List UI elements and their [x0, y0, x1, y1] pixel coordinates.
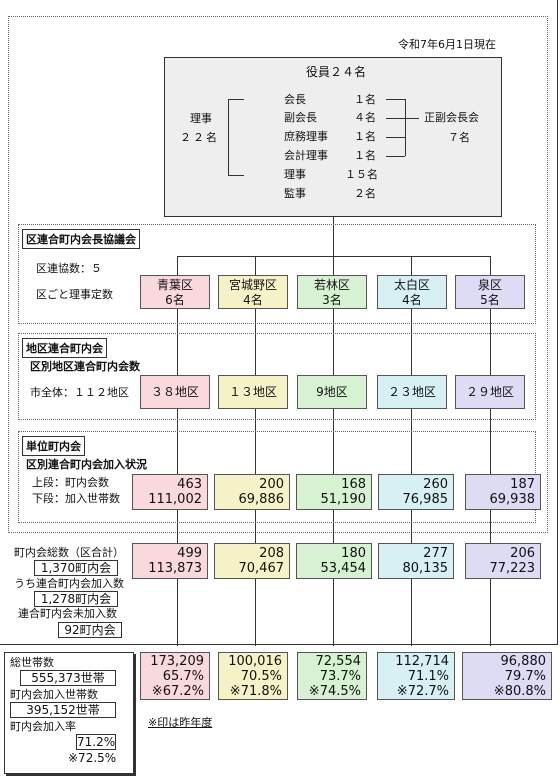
- ward-line: [177, 256, 178, 646]
- role-name: 理事: [284, 168, 306, 181]
- left-bracket-vertical: [228, 99, 229, 175]
- left-bracket-bottom: [228, 175, 244, 176]
- vice-label: 正副会長会: [424, 111, 479, 124]
- unit-header: 単位町内会: [22, 436, 85, 456]
- households-summary-box: [4, 652, 134, 774]
- households-joined-value: 395,152世帯: [10, 702, 116, 718]
- outer-solid-frame: [0, 0, 558, 645]
- joined-label: うち連合町内会加入数: [14, 577, 124, 590]
- right-bracket-tick: [386, 137, 405, 138]
- right-bracket-link: [405, 118, 419, 119]
- officers-box: [164, 57, 502, 217]
- role-name: 庶務理事: [284, 130, 328, 143]
- riji-count: ２２名: [180, 131, 219, 144]
- unit-sub: 区別連合町内会加入状況: [26, 458, 147, 471]
- households-prev-rate: ※72.5%: [68, 751, 117, 765]
- totals-value: 1,370町内会: [34, 560, 118, 576]
- connector-vertical: [333, 217, 334, 257]
- role-count: １５名: [345, 168, 378, 181]
- ku-riji-label: 区ごと理事定数: [36, 288, 113, 301]
- riji-label: 理事: [190, 112, 212, 125]
- role-name: 副会長: [284, 111, 317, 124]
- outer-dotted-frame: [8, 16, 548, 533]
- role-count: ２名: [354, 187, 376, 200]
- chiku-box: ２９地区: [455, 375, 525, 409]
- ku-council-section: [18, 224, 536, 324]
- chiku-sub: 区別地区連合町内会数: [30, 360, 140, 373]
- role-name: 会長: [284, 93, 306, 106]
- households-rate-label: 町内会加入率: [10, 720, 76, 733]
- joined-value: 1,278町内会: [34, 591, 118, 607]
- chiku-box: １３地区: [218, 375, 288, 409]
- right-bracket-tick: [386, 156, 405, 157]
- households-joined-label: 町内会加入世帯数: [10, 688, 98, 701]
- ku-council-header: 区連合町内会長協議会: [22, 229, 140, 249]
- role-name: 監事: [284, 187, 306, 200]
- role-count: １名: [354, 149, 376, 162]
- officers-title: 役員２４名: [306, 65, 367, 79]
- households-total-label: 総世帯数: [10, 656, 54, 669]
- households-rate-value: 71.2%: [76, 734, 116, 750]
- role-count: １名: [354, 130, 376, 143]
- right-bracket-vertical: [405, 99, 406, 156]
- chiku-box: ２３地区: [377, 375, 447, 409]
- chiku-box: 9地区: [297, 375, 367, 409]
- role-count: ４名: [354, 111, 376, 124]
- chiku-total: 市全体：１１２地区: [30, 386, 129, 399]
- right-bracket-tick: [386, 118, 405, 119]
- vice-count: ７名: [448, 131, 470, 144]
- totals-label: 町内会総数（区合計）: [14, 546, 124, 559]
- left-bracket-top: [228, 99, 244, 100]
- unit-lower-label: 下段：加入世帯数: [32, 492, 120, 505]
- role-name: 会計理事: [284, 149, 328, 162]
- chiku-header: 地区連合町内会: [22, 338, 107, 358]
- chiku-box: ３８地区: [140, 375, 210, 409]
- households-total-value: 555,373世帯: [20, 670, 116, 686]
- not-joined-value: 92町内会: [58, 622, 122, 638]
- ku-count-label: 区連協数：５: [36, 262, 102, 275]
- not-joined-label: 連合町内会未加入数: [18, 607, 117, 620]
- ward-line: [333, 256, 334, 646]
- chiku-section: [18, 333, 536, 420]
- ward-line: [255, 256, 256, 646]
- right-bracket-tick: [386, 99, 405, 100]
- role-count: １名: [354, 93, 376, 106]
- unit-upper-label: 上段：町内会数: [32, 476, 109, 489]
- date-label: 令和7年6月1日現在: [398, 38, 496, 51]
- ward-line: [490, 256, 491, 646]
- ward-line: [411, 256, 412, 646]
- note: ※印は昨年度: [148, 716, 213, 729]
